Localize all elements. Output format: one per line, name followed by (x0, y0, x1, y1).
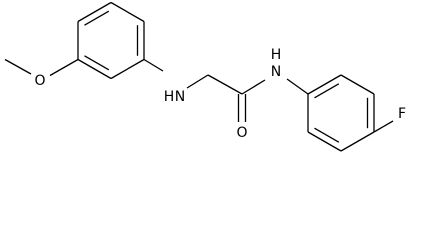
amine-linker: H N (143, 58, 243, 105)
bond (4, 58, 32, 75)
aromatic-bond (84, 55, 110, 71)
bond (77, 1, 112, 23)
amine-nitrogen-label: N (175, 89, 185, 105)
fluorine-label: F (398, 106, 406, 122)
bond (49, 58, 79, 77)
methoxyphenyl-ring (77, 1, 145, 80)
bond (207, 74, 243, 95)
amide-hydrogen-label: H (271, 47, 282, 63)
bond (143, 58, 164, 72)
carbonyl-oxygen-label: O (236, 125, 247, 141)
fluoro-group: F (373, 106, 406, 133)
amide-nitrogen-label: N (271, 64, 281, 80)
amide-group: O H N (236, 47, 309, 141)
bond (286, 78, 309, 95)
aromatic-bond (84, 10, 110, 26)
bond (307, 74, 342, 95)
amine-hydrogen-label: H (164, 89, 175, 105)
bond (340, 74, 375, 95)
bond (373, 120, 394, 133)
methoxy-oxygen-label: O (34, 73, 45, 89)
bond (307, 131, 342, 152)
chemical-structure: O H N O H N F (4, 1, 406, 152)
bond (241, 79, 266, 95)
bond (186, 74, 209, 89)
aromatic-bond (314, 127, 340, 143)
bond (340, 131, 375, 152)
bond (110, 1, 145, 23)
aromatic-bond (314, 83, 340, 99)
methoxy-group: O (4, 58, 79, 89)
bond (77, 58, 112, 80)
bond (110, 58, 145, 80)
fluorophenyl-ring (307, 74, 375, 152)
